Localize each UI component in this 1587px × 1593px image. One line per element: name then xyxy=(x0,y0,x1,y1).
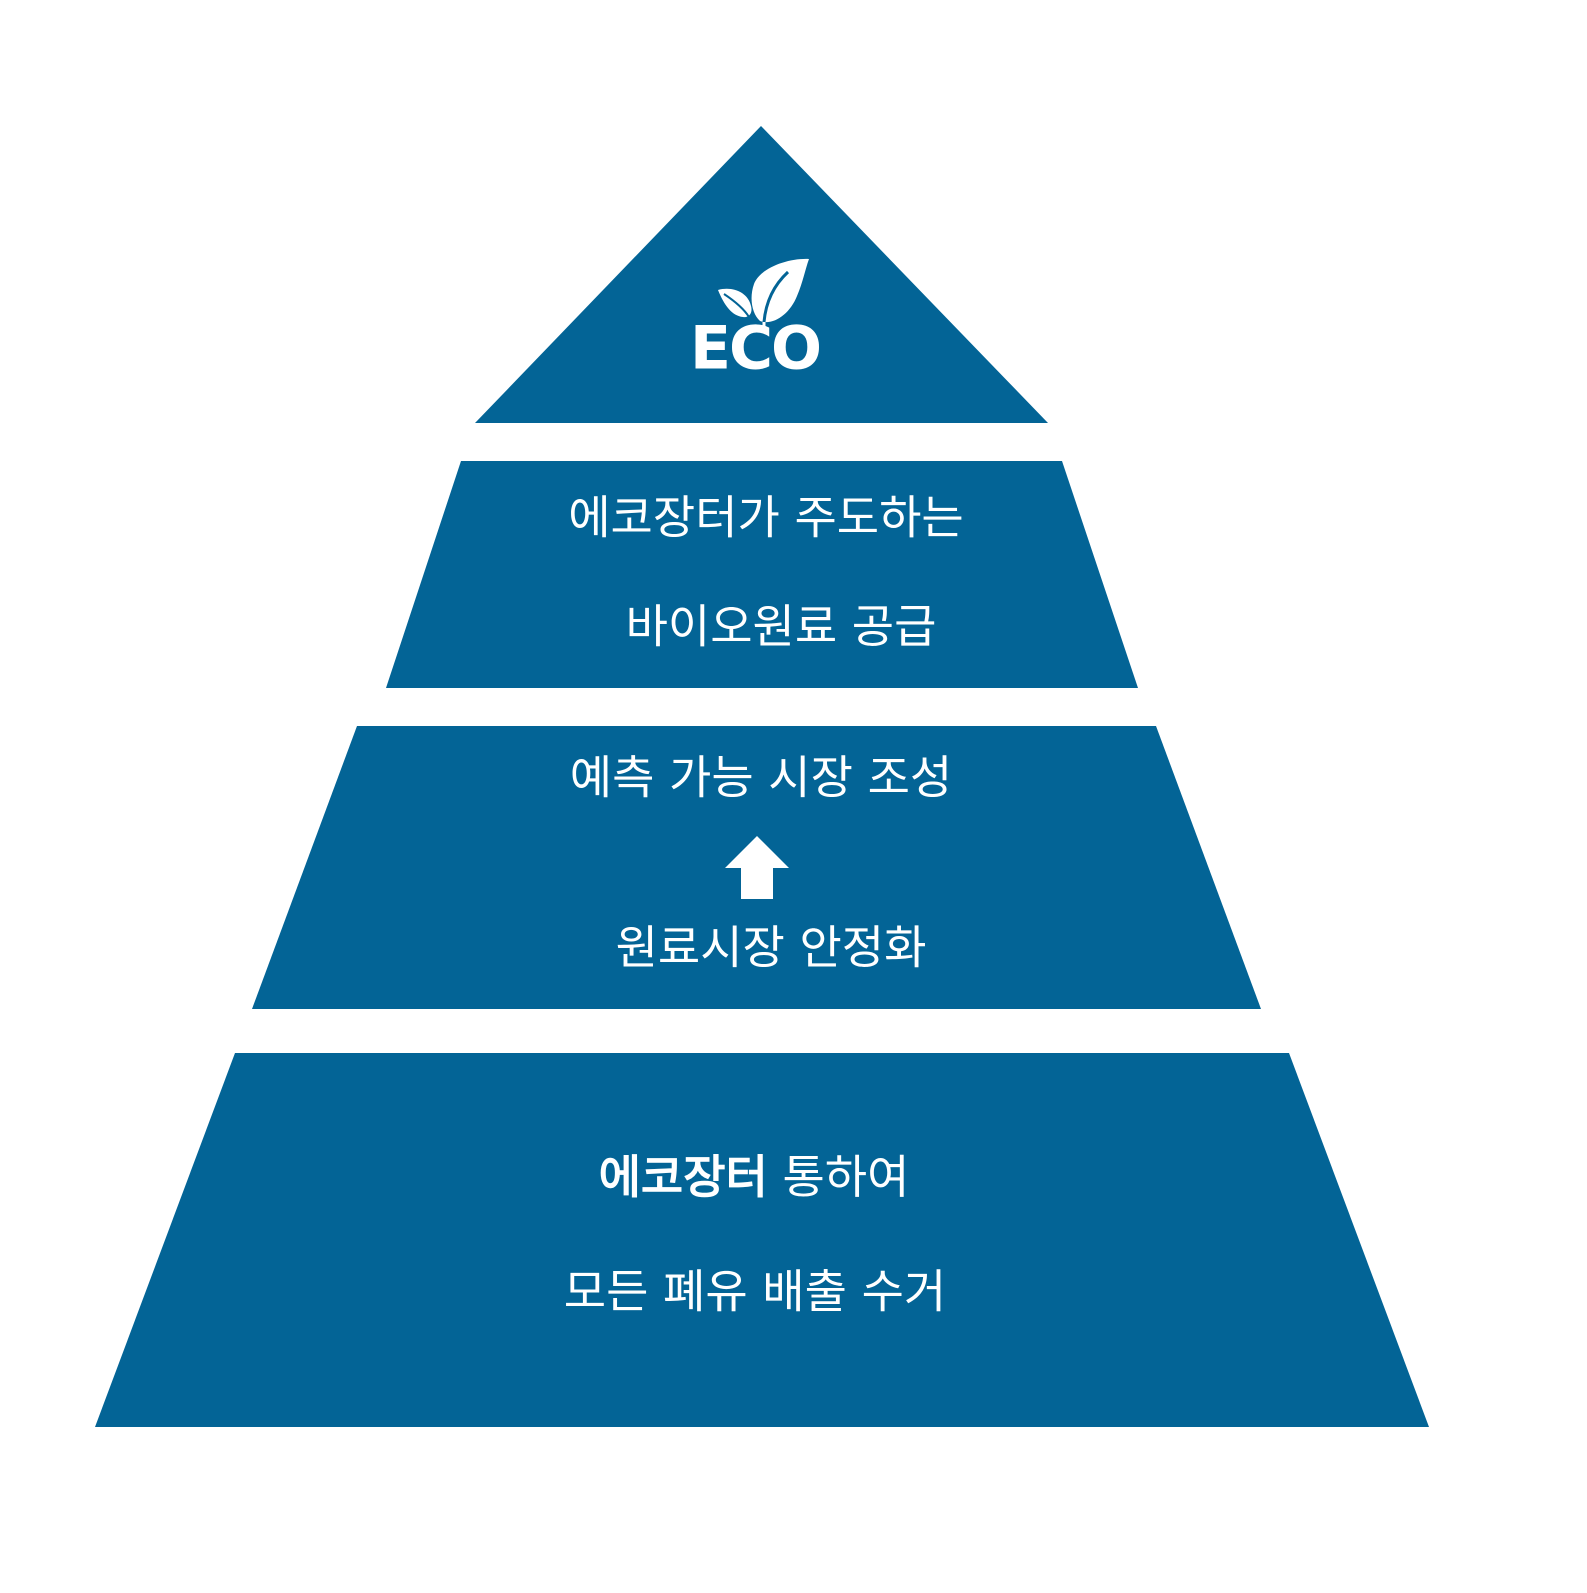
tier-2-line-2: 바이오원료 공급 xyxy=(626,600,937,654)
eco-label: ECO xyxy=(690,314,820,384)
eco-leaf-icon xyxy=(718,258,809,326)
small-leaf-vein xyxy=(723,293,750,318)
tier-4-line-1: 에코장터 통하여 xyxy=(599,1150,910,1204)
tier-4-shape xyxy=(95,1053,1429,1427)
tier-3: 예측 가능 시장 조성 원료시장 안정화 xyxy=(252,726,1261,1009)
tier-4: 에코장터 통하여 모든 폐유 배출 수거 xyxy=(95,1053,1429,1427)
tier-top: ECO xyxy=(475,126,1048,423)
up-arrow-icon xyxy=(725,836,789,899)
tier-2-line-1: 에코장터가 주도하는 xyxy=(568,491,964,545)
tier-4-line-1-rest: 통하여 xyxy=(768,1150,910,1204)
tier-3-line-2: 원료시장 안정화 xyxy=(616,921,927,975)
large-leaf-vein xyxy=(762,270,790,323)
tier-2: 에코장터가 주도하는 바이오원료 공급 xyxy=(386,461,1138,688)
tier-4-line-1-bold: 에코장터 xyxy=(599,1150,768,1204)
tier-4-line-2: 모든 폐유 배출 수거 xyxy=(564,1265,946,1319)
tier-3-line-1: 예측 가능 시장 조성 xyxy=(570,751,952,805)
tier-2-shape xyxy=(386,461,1138,688)
